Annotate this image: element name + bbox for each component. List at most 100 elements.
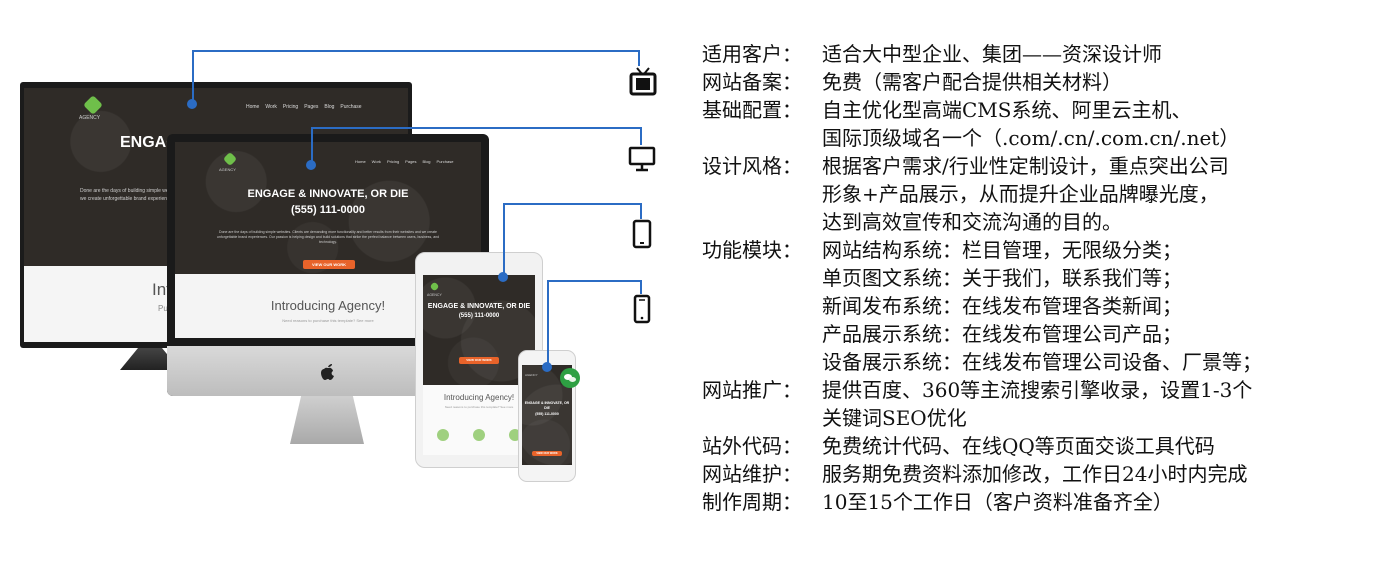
tablet-phone: (555) 111-0000	[458, 313, 500, 319]
desktop-nav-pages[interactable]: Pages	[405, 159, 417, 164]
tv-leader-dot	[187, 99, 197, 109]
feature-row: 网站备案： 免费（需客户配合提供相关材料）	[702, 68, 1122, 96]
feature-value-continued: 关键词SEO优化	[822, 406, 967, 430]
phone-screen: AGENCY ENGAGE & INNOVATE, OR DIE (555) 1…	[522, 365, 572, 465]
feature-value-continued: 国际顶级域名一个（.com/.cn/.com.cn/.net）	[822, 126, 1240, 150]
desktop-nav-pricing[interactable]: Pricing	[386, 159, 400, 164]
desktop-leader-drop	[640, 127, 642, 145]
tv-nav-pricing[interactable]: Pricing	[282, 104, 299, 110]
feature-row: 基础配置： 自主优化型高端CMS系统、阿里云主机、	[702, 96, 1191, 124]
desktop-leader-dot	[306, 160, 316, 170]
feature-value-continued: 设备展示系统：在线发布管理公司设备、厂景等；	[822, 350, 1262, 374]
tablet-feature-icon-1	[437, 429, 449, 441]
monitor-icon	[628, 146, 656, 172]
feature-label: 网站维护：	[702, 462, 802, 486]
tv-logo-icon	[83, 95, 103, 115]
feature-value: 根据客户需求/行业性定制设计，重点突出公司	[822, 154, 1229, 178]
feature-row: 站外代码： 免费统计代码、在线QQ等页面交谈工具代码	[702, 432, 1215, 460]
phone-leader-vertical	[547, 280, 549, 366]
feature-label: 网站推广：	[702, 378, 802, 402]
tablet-intro-sub: Need reasons to purchase this template? …	[444, 405, 514, 409]
tv-nav: Home Work Pricing Pages Blog Purchase	[246, 104, 362, 110]
desktop-intro-sub: Need reasons to purchase this template? …	[282, 318, 374, 323]
desktop-brand: AGENCY	[219, 167, 236, 172]
desktop-intro-title: Introducing Agency!	[270, 298, 386, 313]
desktop-cta-button[interactable]: VIEW OUR WORK	[303, 260, 355, 269]
tv-stand	[120, 348, 180, 370]
tv-nav-pages[interactable]: Pages	[304, 104, 319, 110]
feature-row: 制作周期： 10至15个工作日（客户资料准备齐全）	[702, 488, 1173, 516]
phone-phone: (555) 111-0000	[535, 412, 559, 416]
tablet-brand: AGENCY	[427, 293, 442, 297]
tablet-logo-icon	[429, 281, 440, 292]
tablet-leader-vertical	[503, 203, 505, 275]
tv-nav-home[interactable]: Home	[246, 104, 260, 110]
desktop-paragraph: Done are the days of building simple web…	[216, 230, 440, 244]
feature-value-continued: 单页图文系统：关于我们，联系我们等；	[822, 266, 1182, 290]
feature-value-continued: 达到高效宣传和交流沟通的目的。	[822, 210, 1122, 234]
desktop-nav-home[interactable]: Home	[355, 159, 366, 164]
phone-headline-1: ENGAGE & INNOVATE, OR	[524, 401, 570, 405]
feature-value: 自主优化型高端CMS系统、阿里云主机、	[822, 98, 1192, 122]
tablet-leader-horizontal	[503, 203, 642, 205]
tv-brand: AGENCY	[79, 115, 101, 121]
feature-row: 设计风格： 根据客户需求/行业性定制设计，重点突出公司	[702, 152, 1229, 180]
feature-value: 提供百度、360等主流搜索引擎收录，设置1-3个	[822, 378, 1253, 402]
tv-leader-horizontal	[192, 50, 640, 52]
feature-label: 基础配置：	[702, 98, 802, 122]
desktop-nav-purchase[interactable]: Purchase	[436, 159, 454, 164]
feature-label: 制作周期：	[702, 490, 802, 514]
tablet-leader-dot	[498, 272, 508, 282]
tv-nav-work[interactable]: Work	[265, 104, 277, 110]
feature-row: 适用客户： 适合大中型企业、集团——资深设计师	[702, 40, 1162, 68]
tablet-device: AGENCY ENGAGE & INNOVATE, OR DIE (555) 1…	[415, 252, 543, 468]
tablet-screen: AGENCY ENGAGE & INNOVATE, OR DIE (555) 1…	[423, 275, 535, 385]
phone-leader-dot	[542, 362, 552, 372]
feature-row: 网站推广： 提供百度、360等主流搜索引擎收录，设置1-3个	[702, 376, 1252, 404]
feature-label: 网站备案：	[702, 70, 802, 94]
desktop-leader-horizontal	[311, 127, 642, 129]
phone-cta-button[interactable]: VIEW OUR WORK	[532, 451, 562, 456]
feature-value: 免费（需客户配合提供相关材料）	[822, 70, 1122, 94]
phone-headline-2: DIE	[544, 406, 550, 410]
tv-nav-purchase[interactable]: Purchase	[340, 104, 362, 110]
feature-value: 10至15个工作日（客户资料准备齐全）	[822, 490, 1173, 514]
feature-value: 免费统计代码、在线QQ等页面交谈工具代码	[822, 434, 1215, 458]
desktop-nav-blog[interactable]: Blog	[422, 159, 431, 164]
tv-leader-drop	[638, 50, 640, 66]
tv-tagline-1: Done are the days of building simple web…	[80, 188, 180, 194]
feature-value-continued: 产品展示系统：在线发布管理公司产品；	[822, 322, 1182, 346]
feature-value-continued: 新闻发布系统：在线发布管理各类新闻；	[822, 294, 1182, 318]
feature-row: 功能模块： 网站结构系统：栏目管理，无限级分类；	[702, 236, 1182, 264]
phone-device: AGENCY ENGAGE & INNOVATE, OR DIE (555) 1…	[518, 350, 576, 482]
feature-label: 适用客户：	[702, 42, 802, 66]
phone-leader-drop	[640, 280, 642, 294]
phone-brand: AGENCY	[525, 373, 538, 377]
apple-logo-icon	[321, 364, 334, 380]
tablet-cta-button[interactable]: VIEW OUR WORK	[459, 357, 499, 364]
tv-nav-blog[interactable]: Blog	[324, 104, 335, 110]
smartphone-icon	[633, 294, 651, 324]
tv-intro-sub-fragment: Purc	[158, 304, 174, 313]
desktop-leader-vertical	[311, 127, 313, 165]
desktop-stand	[290, 396, 364, 444]
feature-label: 功能模块：	[702, 238, 802, 262]
tv-icon	[629, 67, 657, 96]
tv-tagline-2: we create unforgettable brand experience…	[80, 196, 175, 202]
feature-value: 适合大中型企业、集团——资深设计师	[822, 42, 1162, 66]
tablet-headline: ENGAGE & INNOVATE, OR DIE	[427, 303, 531, 310]
feature-value: 网站结构系统：栏目管理，无限级分类；	[822, 238, 1182, 262]
desktop-headline: ENGAGE & INNOVATE, OR DIE	[247, 188, 409, 200]
feature-label: 站外代码：	[702, 434, 802, 458]
feature-label: 设计风格：	[702, 154, 802, 178]
tv-leader-vertical	[192, 50, 194, 103]
phone-leader-horizontal	[547, 280, 641, 282]
tablet-leader-drop	[640, 203, 642, 219]
tablet-icon	[632, 219, 652, 249]
feature-row: 网站维护： 服务期免费资料添加修改，工作日24小时内完成	[702, 460, 1247, 488]
desktop-nav-work[interactable]: Work	[371, 159, 381, 164]
feature-value: 服务期免费资料添加修改，工作日24小时内完成	[822, 462, 1248, 486]
tablet-feature-icon-2	[473, 429, 485, 441]
desktop-logo-icon	[222, 151, 238, 167]
tablet-intro-title: Introducing Agency!	[443, 393, 515, 402]
